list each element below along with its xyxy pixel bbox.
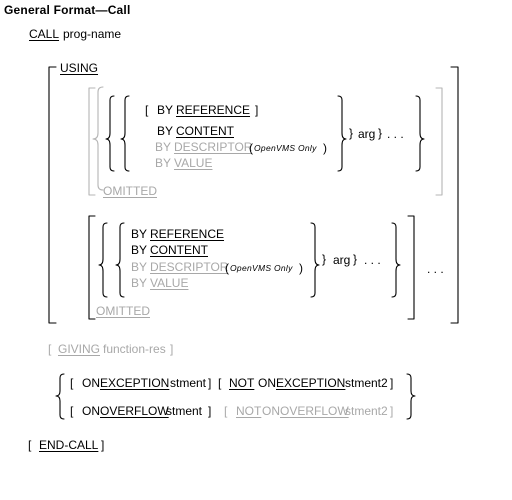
block1-bracket-right: [435, 87, 443, 196]
by-keyword: BY: [155, 140, 172, 154]
not-exception-open-bracket: [: [218, 376, 222, 390]
descriptor-keyword: DESCRIPTOR: [150, 260, 229, 274]
stment2: stment2: [345, 376, 388, 390]
reference-keyword: REFERENCE: [150, 227, 225, 241]
giving-close-bracket: ]: [170, 342, 174, 356]
end-call-open-bracket: [: [28, 438, 32, 452]
block2-brace-left-1: [98, 222, 108, 298]
not-overflow-open-bracket: [: [224, 404, 228, 418]
descriptor-keyword: DESCRIPTOR: [174, 140, 253, 154]
using-keyword: USING: [60, 61, 99, 75]
by-keyword: BY: [155, 156, 172, 170]
block2-brace-right-inner: [310, 222, 320, 298]
using-bracket-right: [450, 66, 459, 324]
block1-brace-left-1: [105, 95, 115, 172]
on-keyword: ON: [258, 376, 276, 390]
arg-brace-close: }: [353, 252, 358, 266]
arg-brace-open: }: [349, 126, 354, 140]
overflow-close-bracket: ]: [208, 404, 212, 418]
by-keyword: BY: [131, 227, 148, 241]
exception-brace-right: [406, 373, 416, 420]
omitted-keyword: OMITTED: [103, 184, 157, 198]
giving-keyword: GIVING: [58, 342, 101, 356]
not-exception-close-bracket: ]: [390, 376, 394, 390]
not-overflow-close-bracket: ]: [390, 404, 394, 418]
stment: stment: [166, 404, 203, 418]
openvms-close-paren: ): [323, 141, 327, 155]
block1-brace-left-2: [120, 95, 130, 172]
not-keyword: NOT: [229, 376, 255, 390]
not-keyword: NOT: [236, 404, 262, 418]
by-keyword: BY: [157, 103, 174, 117]
end-call-keyword: END-CALL: [39, 438, 99, 452]
call-keyword: CALL: [29, 27, 60, 41]
stment: stment: [170, 376, 207, 390]
exception-keyword: EXCEPTION: [100, 376, 170, 390]
block2-bracket-left: [88, 215, 96, 320]
value-keyword: VALUE: [174, 156, 213, 170]
prog-name: prog-name: [63, 27, 122, 41]
content-keyword: CONTENT: [150, 243, 208, 257]
value-keyword: VALUE: [150, 276, 189, 290]
ellipsis: . . .: [364, 253, 381, 267]
block1-outer-brace-left: [92, 86, 104, 191]
exception-close-bracket: ]: [208, 376, 212, 390]
page-title: General Format—Call: [4, 3, 131, 17]
on-keyword: ON: [262, 404, 280, 418]
by-reference-close-bracket: ]: [255, 103, 259, 117]
omitted-keyword: OMITTED: [96, 304, 150, 318]
block2-brace-right-outer: [391, 222, 401, 298]
block1-bracket-left: [88, 87, 96, 196]
by-keyword: BY: [131, 243, 148, 257]
block2-bracket-right: [407, 215, 415, 320]
using-bracket-left: [48, 66, 57, 324]
exception-open-bracket: [: [70, 376, 74, 390]
block1-brace-right-inner: [337, 95, 347, 172]
giving-open-bracket: [: [48, 342, 52, 356]
openvms-open-paren: (: [225, 261, 229, 275]
by-keyword: BY: [131, 260, 148, 274]
overflow-open-bracket: [: [70, 404, 74, 418]
openvms-only-note: OpenVMS Only: [254, 143, 317, 153]
on-keyword: ON: [82, 376, 100, 390]
arg-brace-close: }: [378, 126, 383, 140]
ellipsis: . . .: [387, 127, 404, 141]
content-keyword: CONTENT: [176, 124, 234, 138]
on-keyword: ON: [82, 404, 100, 418]
exception-keyword: EXCEPTION: [276, 376, 346, 390]
overflow-keyword: OVERFLOW: [100, 404, 169, 418]
by-keyword: BY: [131, 276, 148, 290]
block2-brace-left-2: [115, 222, 125, 298]
function-res: function-res: [103, 342, 166, 356]
openvms-close-paren: ): [299, 261, 303, 275]
arg-brace-open: }: [322, 252, 327, 266]
ellipsis: . . .: [427, 262, 444, 276]
by-keyword: BY: [157, 124, 174, 138]
reference-keyword: REFERENCE: [176, 103, 251, 117]
end-call-close-bracket: ]: [101, 438, 105, 452]
arg-param: arg: [333, 253, 351, 267]
openvms-only-note: OpenVMS Only: [230, 263, 293, 273]
overflow-keyword: OVERFLOW: [280, 404, 349, 418]
arg-param: arg: [358, 127, 376, 141]
stment2: stment2: [345, 404, 388, 418]
openvms-open-paren: (: [249, 141, 253, 155]
block1-brace-right-outer: [415, 95, 425, 172]
exception-brace-left: [55, 373, 65, 420]
by-reference-open-bracket: [: [145, 103, 149, 117]
